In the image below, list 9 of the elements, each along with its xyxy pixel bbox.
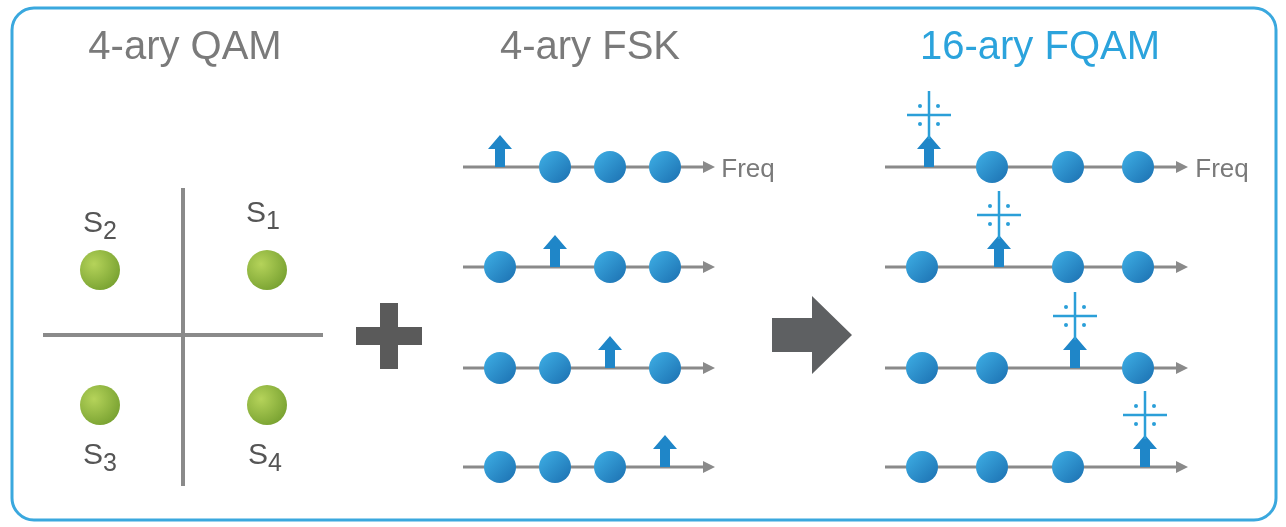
panel-heading: 4-ary FSK bbox=[500, 25, 680, 65]
panel-heading: 4-ary QAM bbox=[88, 25, 282, 65]
panel-heading: 16-ary FQAM bbox=[920, 25, 1160, 65]
symbol-label: S$_{2}$ bbox=[83, 207, 117, 243]
symbol-label: S$_{4}$ bbox=[248, 439, 282, 475]
axis-label: Freq bbox=[1195, 155, 1249, 181]
symbol-label: S$_{1}$ bbox=[246, 197, 280, 233]
axis-label: Freq bbox=[721, 155, 775, 181]
symbol-label: S$_{3}$ bbox=[83, 439, 117, 475]
